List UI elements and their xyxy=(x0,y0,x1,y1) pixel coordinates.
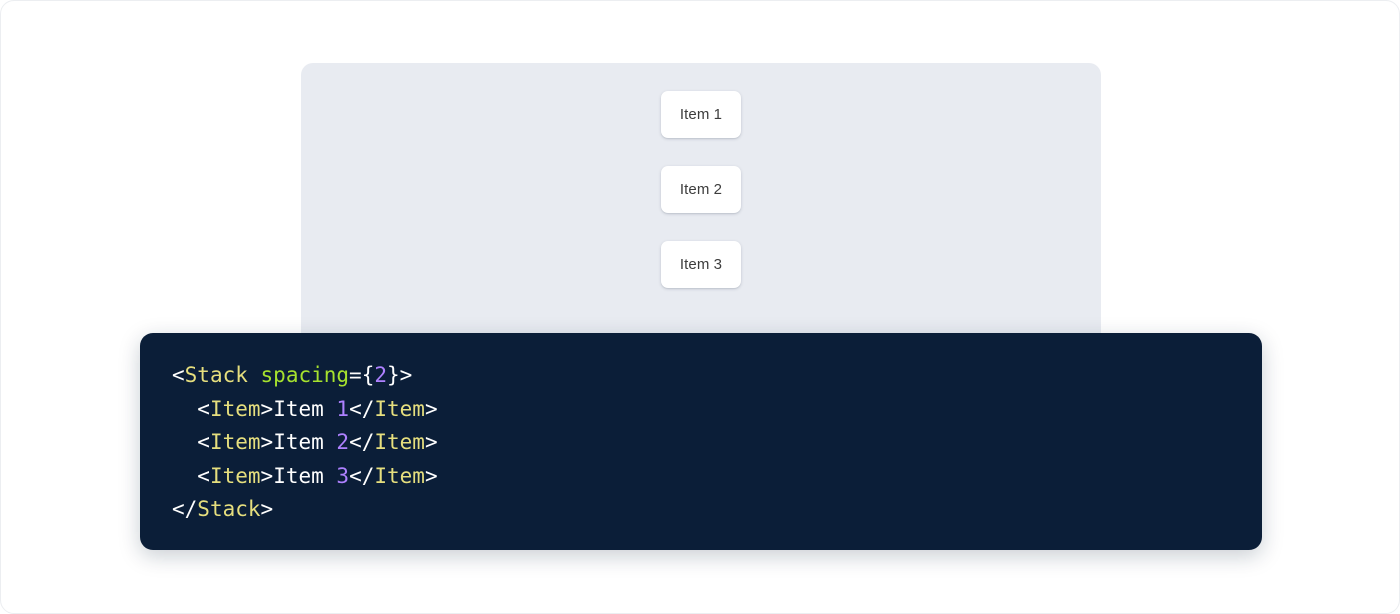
code-token-num: 3 xyxy=(336,463,350,488)
stack-item[interactable]: Item 1 xyxy=(661,91,741,138)
code-token-text xyxy=(248,363,261,387)
code-token-punct: > xyxy=(260,430,274,455)
code-token-punct: </ xyxy=(349,463,375,488)
code-token-punct: > xyxy=(424,463,438,488)
code-token-punct: > xyxy=(260,396,274,421)
code-token-text: Item xyxy=(273,396,337,421)
code-token-num: 2 xyxy=(374,363,387,387)
code-token-tag: Item xyxy=(374,396,425,421)
code-line: </Stack> xyxy=(172,497,273,521)
code-token-punct: ={ xyxy=(349,363,375,387)
code-token-tag: Item xyxy=(374,463,425,488)
code-token-punct: </ xyxy=(172,497,198,522)
stack-container: Item 1 Item 2 Item 3 xyxy=(301,63,1101,288)
code-token-punct: > xyxy=(424,396,438,421)
code-token-attr: spacing xyxy=(260,363,350,387)
code-token-text: Item xyxy=(273,430,337,455)
code-token-tag: Item xyxy=(209,396,261,421)
code-token-tag: Stack xyxy=(197,497,261,522)
code-token-text: Item xyxy=(273,463,337,488)
code-line: <Item>Item 2</Item> xyxy=(172,430,438,455)
code-token-num: 2 xyxy=(336,430,350,455)
code-token-num: 1 xyxy=(336,396,350,421)
code-snippet-block[interactable]: <Stack spacing={2}> <Item>Item 1</Item> … xyxy=(140,333,1262,550)
code-token-tag: Item xyxy=(374,430,425,455)
code-line: <Item>Item 1</Item> xyxy=(172,396,438,421)
code-line: <Item>Item 3</Item> xyxy=(172,463,438,488)
code-token-punct: < xyxy=(172,363,185,387)
code-token-punct: > xyxy=(260,463,274,488)
stack-item-label: Item 2 xyxy=(679,181,723,198)
code-token-punct: < xyxy=(197,396,210,421)
code-token-tag: Item xyxy=(209,463,261,488)
code-token-tag: Item xyxy=(209,430,261,455)
code-token-punct: > xyxy=(260,497,274,522)
code-snippet-text: <Stack spacing={2}> <Item>Item 1</Item> … xyxy=(172,359,1262,527)
stack-item-label: Item 3 xyxy=(679,256,723,273)
code-token-punct: < xyxy=(197,430,210,455)
stack-item-label: Item 1 xyxy=(679,106,723,123)
code-token-punct: < xyxy=(197,463,210,488)
code-token-punct: </ xyxy=(349,396,375,421)
stack-item[interactable]: Item 2 xyxy=(661,166,741,213)
code-token-tag: Stack xyxy=(184,363,248,387)
code-token-punct: > xyxy=(424,430,438,455)
stack-item[interactable]: Item 3 xyxy=(661,241,741,288)
code-token-punct: </ xyxy=(349,430,375,455)
code-line: <Stack spacing={2}> xyxy=(172,363,412,387)
component-preview-panel: Item 1 Item 2 Item 3 xyxy=(301,63,1101,353)
code-token-punct: }> xyxy=(387,363,413,387)
